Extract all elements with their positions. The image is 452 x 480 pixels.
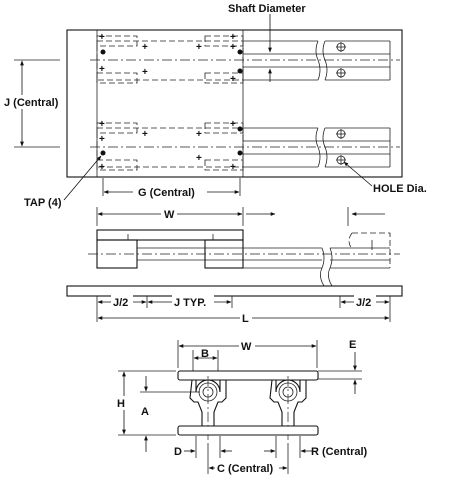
a-label: A — [141, 406, 149, 418]
shaft-diameter-label: Shaft Diameter — [228, 3, 306, 15]
svg-text:+: + — [142, 129, 148, 140]
svg-text:+: + — [230, 162, 236, 173]
upper-carriage-hidden — [96, 40, 244, 81]
svg-text:+: + — [230, 32, 236, 43]
top-view: + + + + + + + + — [0, 3, 427, 209]
svg-text:+: + — [142, 67, 148, 78]
break-line — [315, 40, 321, 81]
svg-text:+: + — [230, 74, 236, 85]
r-central-label: R (Central) — [311, 446, 368, 458]
svg-text:+: + — [230, 119, 236, 130]
end-view: W B E — [115, 339, 368, 475]
svg-text:+: + — [196, 42, 202, 53]
tap-leader — [63, 155, 102, 201]
w-side-label: W — [164, 209, 175, 221]
d-label: D — [174, 446, 182, 458]
carriage-top-plate — [96, 229, 244, 241]
lower-rail: + + + + + + + + — [90, 119, 400, 173]
b-label: B — [201, 348, 209, 360]
svg-text:+: + — [196, 153, 202, 164]
side-base-plate — [66, 285, 403, 297]
base-plate-outline — [66, 29, 403, 178]
svg-text:+: + — [99, 134, 105, 145]
j-central-label: J (Central) — [4, 97, 59, 109]
end-base-plate — [177, 425, 319, 436]
end-top-plate — [177, 370, 319, 381]
j-half-left-label: J/2 — [113, 297, 128, 309]
svg-text:+: + — [230, 42, 236, 53]
c-central-label: C (Central) — [217, 463, 274, 475]
svg-text:+: + — [99, 162, 105, 173]
tap-label: TAP (4) — [24, 197, 62, 209]
svg-text:+: + — [99, 32, 105, 43]
svg-text:+: + — [99, 64, 105, 75]
e-label: E — [349, 339, 356, 351]
lower-carriage-hidden — [96, 127, 244, 168]
j-half-right-label: J/2 — [356, 297, 371, 309]
tap-hole — [100, 150, 106, 156]
h-label: H — [117, 398, 125, 410]
j-typ-label: J TYP. — [174, 297, 206, 309]
g-central-label: G (Central) — [138, 187, 195, 199]
l-label: L — [242, 313, 249, 325]
hole-dia-label: HOLE Dia. — [373, 183, 427, 195]
w-end-label: W — [241, 341, 252, 353]
upper-rail: + + + + + + + + — [90, 32, 400, 85]
hole-dia-leader — [343, 161, 373, 187]
side-view: W J/2 J — [66, 207, 403, 325]
svg-text:+: + — [196, 129, 202, 140]
svg-text:+: + — [142, 42, 148, 53]
svg-text:+: + — [99, 119, 105, 130]
